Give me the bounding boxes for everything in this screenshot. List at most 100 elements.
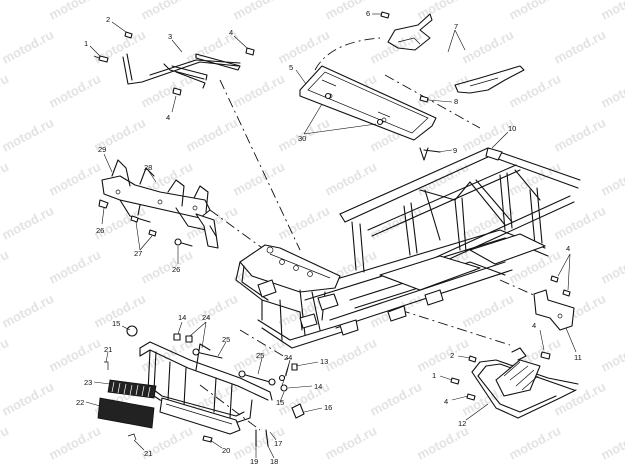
watermark-text: motod.ru <box>275 27 332 67</box>
watermark-text: motod.ru <box>275 203 332 243</box>
callout-4: 4 <box>229 28 233 37</box>
callout-9: 9 <box>453 146 457 155</box>
callout-8: 8 <box>454 97 458 106</box>
watermark-text: motod.ru <box>230 71 287 111</box>
callout-15: 15 <box>112 319 120 328</box>
watermark-text: motod.ru <box>506 71 563 111</box>
callout-10: 10 <box>508 124 516 133</box>
callout-5: 5 <box>289 63 293 72</box>
watermark-text: motod.ru <box>322 0 379 23</box>
watermark-text: motod.ru <box>414 159 471 199</box>
callout-labels: 1 2 3 4 4 5 6 7 8 9 10 30 29 28 26 27 26… <box>76 9 582 466</box>
watermark-text: motod.ru <box>506 423 563 463</box>
callout-4: 4 <box>444 397 448 406</box>
watermark-text: motod.ru <box>0 27 56 67</box>
watermark-text: motod.ru <box>506 0 563 23</box>
part-7-bracket <box>387 13 525 94</box>
callout-12: 12 <box>458 419 466 428</box>
watermark-text: motod.ru <box>0 247 11 287</box>
callout-2: 2 <box>450 351 454 360</box>
callout-11: 11 <box>574 353 582 362</box>
callout-23: 23 <box>84 378 92 387</box>
watermark-text: motod.ru <box>46 247 103 287</box>
watermark-text: motod.ru <box>598 0 625 23</box>
callout-25: 25 <box>256 351 264 360</box>
callout-3: 3 <box>168 32 172 41</box>
callout-13: 13 <box>320 357 328 366</box>
watermark-text: motod.ru <box>46 335 103 375</box>
watermark-text: motod.ru <box>598 247 625 287</box>
part-5-panel <box>299 65 437 141</box>
watermark-text: motod.ru <box>230 159 287 199</box>
watermark-text: motod.ru <box>414 335 471 375</box>
callout-6: 6 <box>366 9 370 18</box>
callout-20: 20 <box>222 446 230 455</box>
watermark-text: motod.ru <box>0 423 11 463</box>
watermark-text: motod.ru <box>183 291 240 331</box>
callout-18: 18 <box>270 457 278 466</box>
watermark-text: motod.ru <box>138 0 195 23</box>
watermark-text: motod.ru <box>598 71 625 111</box>
watermark-text: motod.ru <box>459 291 516 331</box>
watermark-text: motod.ru <box>0 159 11 199</box>
part-11-bracket <box>533 289 575 331</box>
watermark-text: motod.ru <box>0 335 11 375</box>
callout-16: 16 <box>324 403 332 412</box>
watermark-text: motod.ru <box>551 115 608 155</box>
watermark-text: motod.ru <box>0 203 56 243</box>
watermark-text: motod.ru <box>598 335 625 375</box>
watermark-text: motod.ru <box>414 0 471 23</box>
part-23-grill-strip <box>107 379 157 399</box>
callout-24: 24 <box>284 353 292 362</box>
callout-19: 19 <box>250 457 258 466</box>
callout-4: 4 <box>166 113 170 122</box>
leader-lines <box>85 13 577 459</box>
watermark-text: motod.ru <box>0 0 11 23</box>
callout-30: 30 <box>298 134 306 143</box>
callout-21: 21 <box>104 345 112 354</box>
watermark-text: motod.ru <box>367 379 424 419</box>
watermark-text: motod.ru <box>230 0 287 23</box>
part-28-seat-frame <box>101 159 219 249</box>
watermark-text: motod.ru <box>322 335 379 375</box>
callout-14: 14 <box>178 313 186 322</box>
watermark-text: motod.ru <box>414 423 471 463</box>
watermark-text: motod.ru <box>322 159 379 199</box>
callout-26: 26 <box>172 265 180 274</box>
watermark-text: motod.ru <box>459 27 516 67</box>
watermark-text: motod.ru <box>0 71 11 111</box>
callout-29: 29 <box>98 145 106 154</box>
watermark-text: motod.ru <box>322 423 379 463</box>
part-22-grille-panel <box>97 397 155 429</box>
front-frame-section <box>235 244 343 349</box>
watermark-text: motod.ru <box>183 115 240 155</box>
watermark-text: motod.ru <box>138 71 195 111</box>
watermark-text: motod.ru <box>0 291 56 331</box>
watermark-text: motod.ru <box>598 423 625 463</box>
callout-24: 24 <box>202 313 210 322</box>
watermark-text: motod.ru <box>46 71 103 111</box>
watermark-text: motod.ru <box>46 423 103 463</box>
callout-4: 4 <box>532 321 536 330</box>
watermark-text: motod.ru <box>46 159 103 199</box>
callout-14: 14 <box>314 382 322 391</box>
callout-22: 22 <box>76 398 84 407</box>
watermark-text: motod.ru <box>414 71 471 111</box>
watermark-text: motod.ru <box>46 0 103 23</box>
callout-21: 21 <box>144 449 152 458</box>
watermark-text: motod.ru <box>0 115 56 155</box>
part-12-footrest <box>471 347 579 419</box>
watermark-text: motod.ru <box>551 27 608 67</box>
watermark-text: motod.ru <box>138 247 195 287</box>
callout-7: 7 <box>454 22 458 31</box>
callout-1: 1 <box>84 39 88 48</box>
main-frame <box>299 147 581 336</box>
callout-4: 4 <box>566 244 570 253</box>
callout-15: 15 <box>276 398 284 407</box>
callout-28: 28 <box>144 163 152 172</box>
callout-25: 25 <box>222 335 230 344</box>
part-3-rack-bracket <box>122 53 241 89</box>
callout-2: 2 <box>106 15 110 24</box>
callout-1: 1 <box>432 371 436 380</box>
